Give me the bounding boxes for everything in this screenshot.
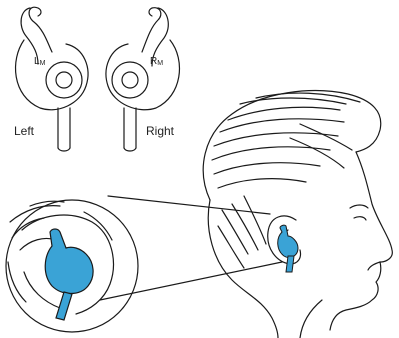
head-earbud bbox=[278, 225, 298, 272]
zoomed-earbud bbox=[45, 229, 93, 320]
head-drawing bbox=[203, 91, 392, 338]
left-caption: Left bbox=[14, 124, 34, 138]
right-caption: Right bbox=[146, 124, 174, 138]
zoom-line-bottom bbox=[100, 262, 282, 300]
left-earbud-mark: LM bbox=[34, 56, 45, 67]
right-earbud-mark: RM bbox=[150, 56, 163, 67]
